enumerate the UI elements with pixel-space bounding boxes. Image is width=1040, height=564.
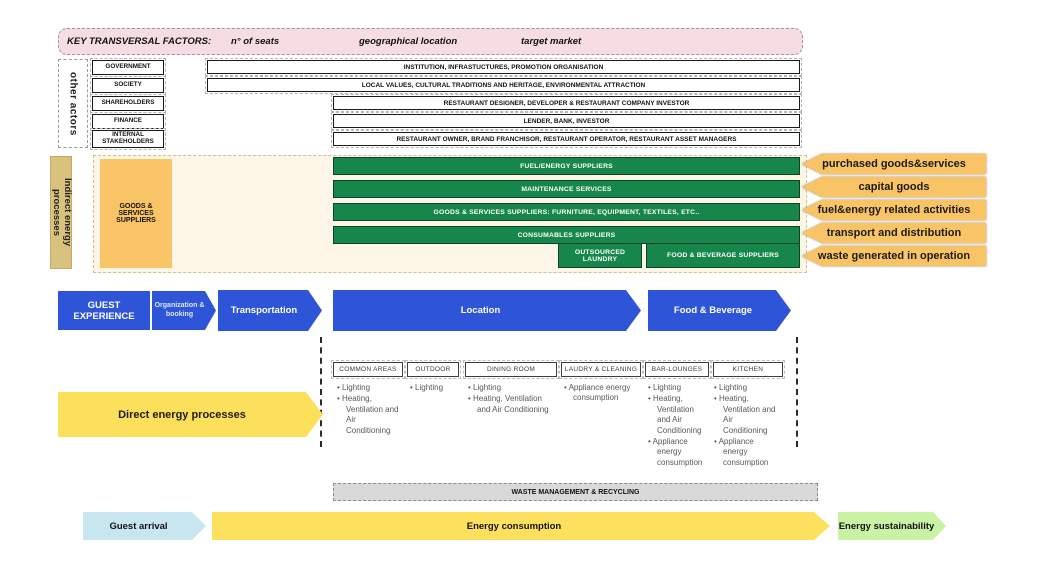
scope-arrow-waste: waste generated in operation bbox=[802, 246, 986, 266]
supplier-goods-services: GOODS & SERVICES SUPPLIERS: FURNITURE, E… bbox=[333, 203, 800, 221]
energy-sustainability-arrow: Energy sustainability bbox=[838, 512, 946, 540]
scope-arrow-purchased-goods: purchased goods&services bbox=[802, 154, 986, 174]
supplier-consumables: CONSUMABLES SUPPLIERS bbox=[333, 226, 800, 244]
journey-step-transportation: Transportation bbox=[218, 290, 322, 331]
journey-step-organization-booking: Organization & booking bbox=[152, 291, 216, 330]
left-dashed-boundary bbox=[320, 337, 322, 447]
factor-location: geographical location bbox=[359, 36, 458, 47]
factor-seats: n° of seats bbox=[231, 36, 280, 47]
journey-step-location: Location bbox=[333, 290, 641, 331]
scope-arrow-transport: transport and distribution bbox=[802, 223, 986, 243]
bullets-bar-lounges: Lighting Heating, Ventilation and Air Co… bbox=[648, 383, 708, 469]
guest-arrival-arrow: Guest arrival bbox=[83, 512, 206, 540]
detail-internal-stakeholders: RESTAURANT OWNER, BRAND FRANCHISOR, REST… bbox=[331, 130, 802, 148]
scope-arrow-capital-goods: capital goods bbox=[802, 177, 986, 197]
area-kitchen: KITCHEN bbox=[711, 360, 785, 379]
indirect-energy-label: Indirect energy processes bbox=[51, 178, 73, 247]
other-actors-label-box: other actors bbox=[58, 59, 88, 148]
bullets-outdoor: Lighting bbox=[410, 383, 465, 394]
indirect-energy-label-box: Indirect energy processes bbox=[50, 156, 73, 269]
key-factors-bar: KEY TRANSVERSAL FACTORS: n° of seats geo… bbox=[58, 28, 803, 55]
area-outdoor: OUTDOOR bbox=[405, 360, 461, 379]
detail-shareholders: RESTAURANT DESIGNER, DEVELOPER & RESTAUR… bbox=[331, 94, 802, 112]
factor-market: target market bbox=[521, 36, 582, 47]
direct-energy-arrow: Direct energy processes bbox=[58, 392, 323, 437]
area-bar-lounges: BAR-LOUNGES bbox=[643, 360, 711, 379]
other-actors-label: other actors bbox=[67, 71, 79, 136]
energy-consumption-arrow: Energy consumption bbox=[212, 512, 830, 540]
actor-finance: FINANCE bbox=[90, 112, 166, 131]
actor-government: GOVERNMENT bbox=[90, 58, 166, 77]
journey-step-food-beverage: Food & Beverage bbox=[648, 290, 791, 331]
supplier-food-beverage: FOOD & BEVERAGE SUPPLIERS bbox=[646, 243, 800, 268]
detail-finance: LENDER, BANK, INVESTOR bbox=[331, 112, 802, 130]
area-laundry-cleaning: LAUDRY & CLEANING bbox=[559, 360, 643, 379]
supplier-outsourced-laundry: OUTSOURCED LAUNDRY bbox=[558, 243, 642, 268]
supplier-maintenance: MAINTENANCE SERVICES bbox=[333, 180, 800, 198]
bullets-kitchen: Lighting Heating, Ventilation and Air Co… bbox=[714, 383, 776, 469]
actor-internal-stakeholders: INTERNAL STAKEHOLDERS bbox=[90, 128, 166, 150]
key-factors-title: KEY TRANSVERSAL FACTORS: bbox=[67, 36, 212, 47]
detail-society: LOCAL VALUES, CULTURAL TRADITIONS AND HE… bbox=[205, 76, 802, 94]
area-dining-room: DINING ROOM bbox=[463, 360, 559, 379]
waste-management-bar: WASTE MANAGEMENT & RECYCLING bbox=[333, 483, 818, 501]
supplier-fuel-energy: FUEL/ENERGY SUPPLIERS bbox=[333, 157, 800, 175]
detail-government: INSTITUTION, INFRASTUCTURES, PROMOTION O… bbox=[205, 58, 802, 76]
goods-services-suppliers-box: GOODS & SERVICES SUPPLIERS bbox=[100, 159, 172, 268]
bullets-common-areas: Lighting Heating, Ventilation and Air Co… bbox=[337, 383, 399, 437]
bullets-dining-room: Lighting Heating, Ventilation and Air Co… bbox=[468, 383, 554, 416]
area-common-areas: COMMON AREAS bbox=[331, 360, 405, 379]
scope-arrow-fuel-energy: fuel&energy related activities bbox=[802, 200, 986, 220]
actor-shareholders: SHAREHOLDERS bbox=[90, 94, 166, 113]
guest-experience-box: GUEST EXPERIENCE bbox=[58, 291, 150, 330]
right-dashed-boundary bbox=[796, 337, 798, 447]
actor-society: SOCIETY bbox=[90, 76, 166, 95]
bullets-laundry-cleaning: Appliance energy consumption bbox=[564, 383, 632, 405]
